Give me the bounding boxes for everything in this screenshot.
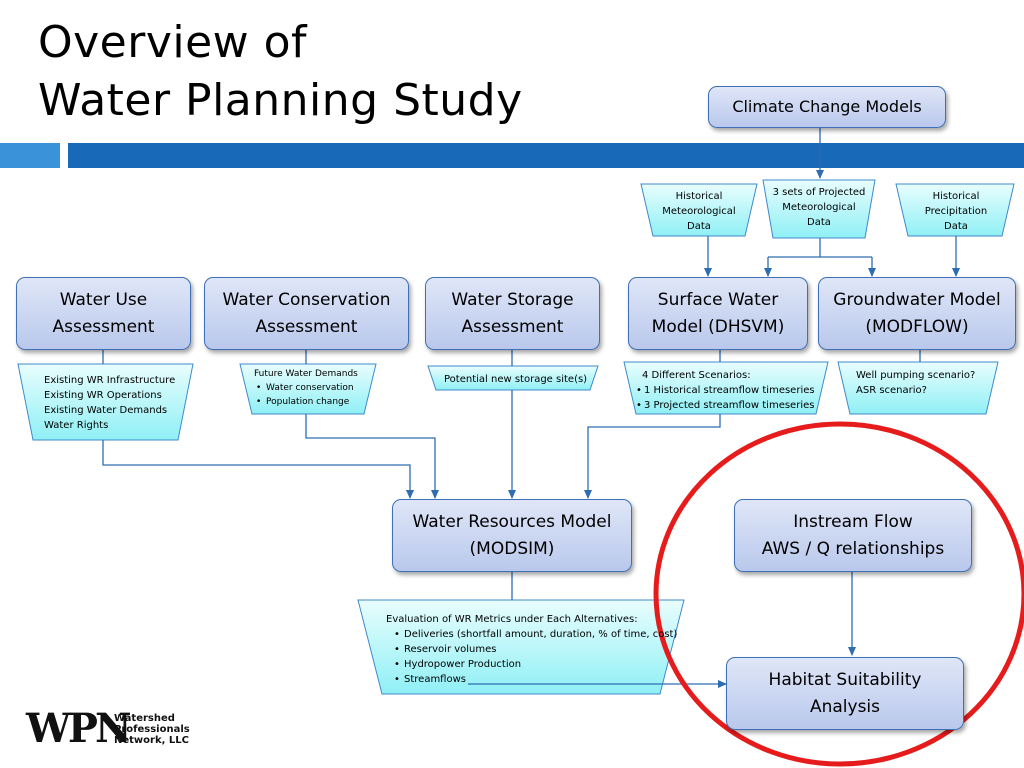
habitat-suitability-box: Habitat Suitability Analysis bbox=[726, 657, 964, 730]
habitat-line-1: Habitat Suitability bbox=[768, 669, 922, 690]
title-bar bbox=[68, 143, 1024, 168]
habitat-line-2: Analysis bbox=[809, 696, 881, 717]
wpn-logo-letters: WPN bbox=[26, 705, 132, 752]
surface-water-line-2: Model (DHSVM) bbox=[651, 316, 785, 337]
arrow-conservation-to-wrm bbox=[305, 414, 439, 499]
proj-met-label: 3 sets of Projected Meteorological Data bbox=[772, 187, 866, 228]
groundwater-line-2: (MODFLOW) bbox=[865, 316, 969, 337]
gw-notes-label: Well pumping scenario? ASR scenario? bbox=[856, 370, 976, 396]
highlight-circle bbox=[653, 421, 1024, 767]
water-storage-line-2: Assessment bbox=[461, 316, 564, 337]
water-use-line-1: Water Use bbox=[59, 289, 148, 310]
evaluation-label: Evaluation of WR Metrics under Each Alte… bbox=[386, 612, 677, 687]
hist-met-shape bbox=[640, 183, 758, 237]
proj-met-shape bbox=[762, 179, 876, 239]
title-bar-accent bbox=[0, 143, 60, 168]
water-conservation-line-2: Assessment bbox=[255, 316, 358, 337]
hist-precip-shape bbox=[895, 183, 1015, 237]
water-use-inputs-shape bbox=[17, 363, 194, 441]
instream-line-1: Instream Flow bbox=[793, 511, 913, 532]
conservation-notes-label: Future Water Demands Water conservation … bbox=[254, 367, 358, 409]
water-use-line-2: Assessment bbox=[52, 316, 155, 337]
groundwater-model-box: Groundwater Model (MODFLOW) bbox=[818, 277, 1016, 350]
wpn-logo-subtitle: Watershed Professionals Network, LLC bbox=[114, 713, 190, 746]
water-conservation-assessment-box: Water Conservation Assessment bbox=[204, 277, 409, 350]
water-storage-line-1: Water Storage bbox=[451, 289, 574, 310]
surface-water-line-1: Surface Water bbox=[657, 289, 779, 310]
groundwater-line-1: Groundwater Model bbox=[833, 289, 1001, 310]
scenarios-label: 4 Different Scenarios: 1 Historical stre… bbox=[636, 368, 815, 413]
instream-flow-box: Instream Flow AWS / Q relationships bbox=[734, 499, 972, 572]
climate-change-models-label: Climate Change Models bbox=[732, 97, 922, 116]
hist-met-label: Historical Meteorological Data bbox=[662, 191, 736, 232]
hist-precip-label: Historical Precipitation Data bbox=[924, 191, 988, 232]
storage-notes-label: Potential new storage site(s) bbox=[444, 374, 588, 385]
wpn-logo: WPN Watershed Professionals Network, LLC bbox=[26, 705, 190, 752]
gw-notes-shape bbox=[837, 361, 999, 415]
line-proj-split bbox=[768, 238, 872, 258]
water-storage-assessment-box: Water Storage Assessment bbox=[425, 277, 600, 350]
water-resources-line-2: (MODSIM) bbox=[469, 538, 555, 559]
water-use-assessment-box: Water Use Assessment bbox=[16, 277, 191, 350]
water-resources-model-box: Water Resources Model (MODSIM) bbox=[392, 499, 632, 572]
water-use-inputs-label: Existing WR Infrastructure Existing WR O… bbox=[44, 375, 176, 431]
storage-notes-shape bbox=[427, 365, 599, 391]
water-resources-line-1: Water Resources Model bbox=[412, 511, 612, 532]
water-conservation-line-1: Water Conservation bbox=[222, 289, 391, 310]
slide-title-line-1: Overview of bbox=[38, 17, 308, 68]
slide-title-line-2: Water Planning Study bbox=[38, 75, 523, 126]
slide-title: Overview of Water Planning Study bbox=[38, 14, 523, 130]
surface-water-model-box: Surface Water Model (DHSVM) bbox=[628, 277, 808, 350]
arrow-wateruse-to-wrm bbox=[102, 440, 414, 499]
climate-change-models-box: Climate Change Models bbox=[708, 86, 946, 128]
arrow-scenarios-to-wrm bbox=[584, 414, 721, 499]
instream-line-2: AWS / Q relationships bbox=[761, 538, 945, 559]
